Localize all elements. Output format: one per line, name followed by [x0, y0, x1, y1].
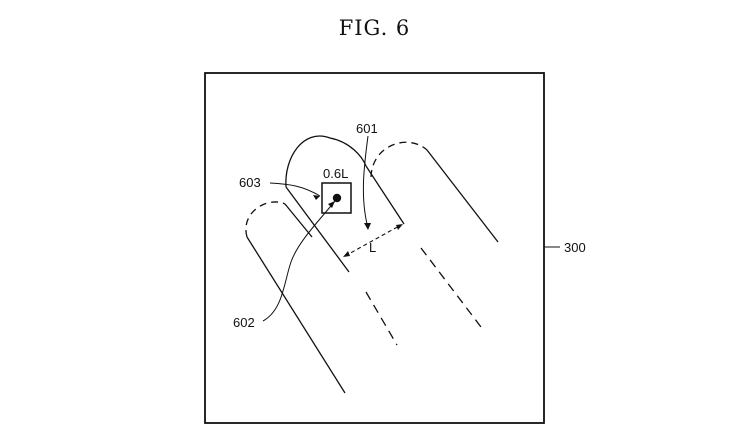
distance-line: [344, 224, 402, 257]
label-300: 300: [564, 240, 586, 255]
finger-right: [370, 141, 499, 243]
label-601: 601: [356, 121, 378, 136]
label-L: L: [369, 240, 376, 255]
touch-point-dot: [332, 193, 342, 203]
label-603: 603: [239, 175, 261, 190]
region-603: [321, 182, 352, 214]
leader-603: [269, 182, 321, 197]
arrow-601: [364, 223, 371, 230]
leader-601: [362, 135, 369, 229]
arrow-distance-start: [343, 251, 350, 257]
label-0-6L: 0.6L: [323, 166, 348, 181]
panel-300: [204, 72, 545, 424]
figure-title: FIG. 6: [338, 16, 411, 40]
arrow-603: [313, 195, 320, 200]
label-602: 602: [233, 315, 255, 330]
finger-left: [245, 201, 346, 394]
arrow-602: [328, 201, 335, 208]
finger-middle: [285, 135, 482, 346]
arrow-distance-end: [396, 224, 403, 230]
leader-602: [262, 200, 336, 322]
